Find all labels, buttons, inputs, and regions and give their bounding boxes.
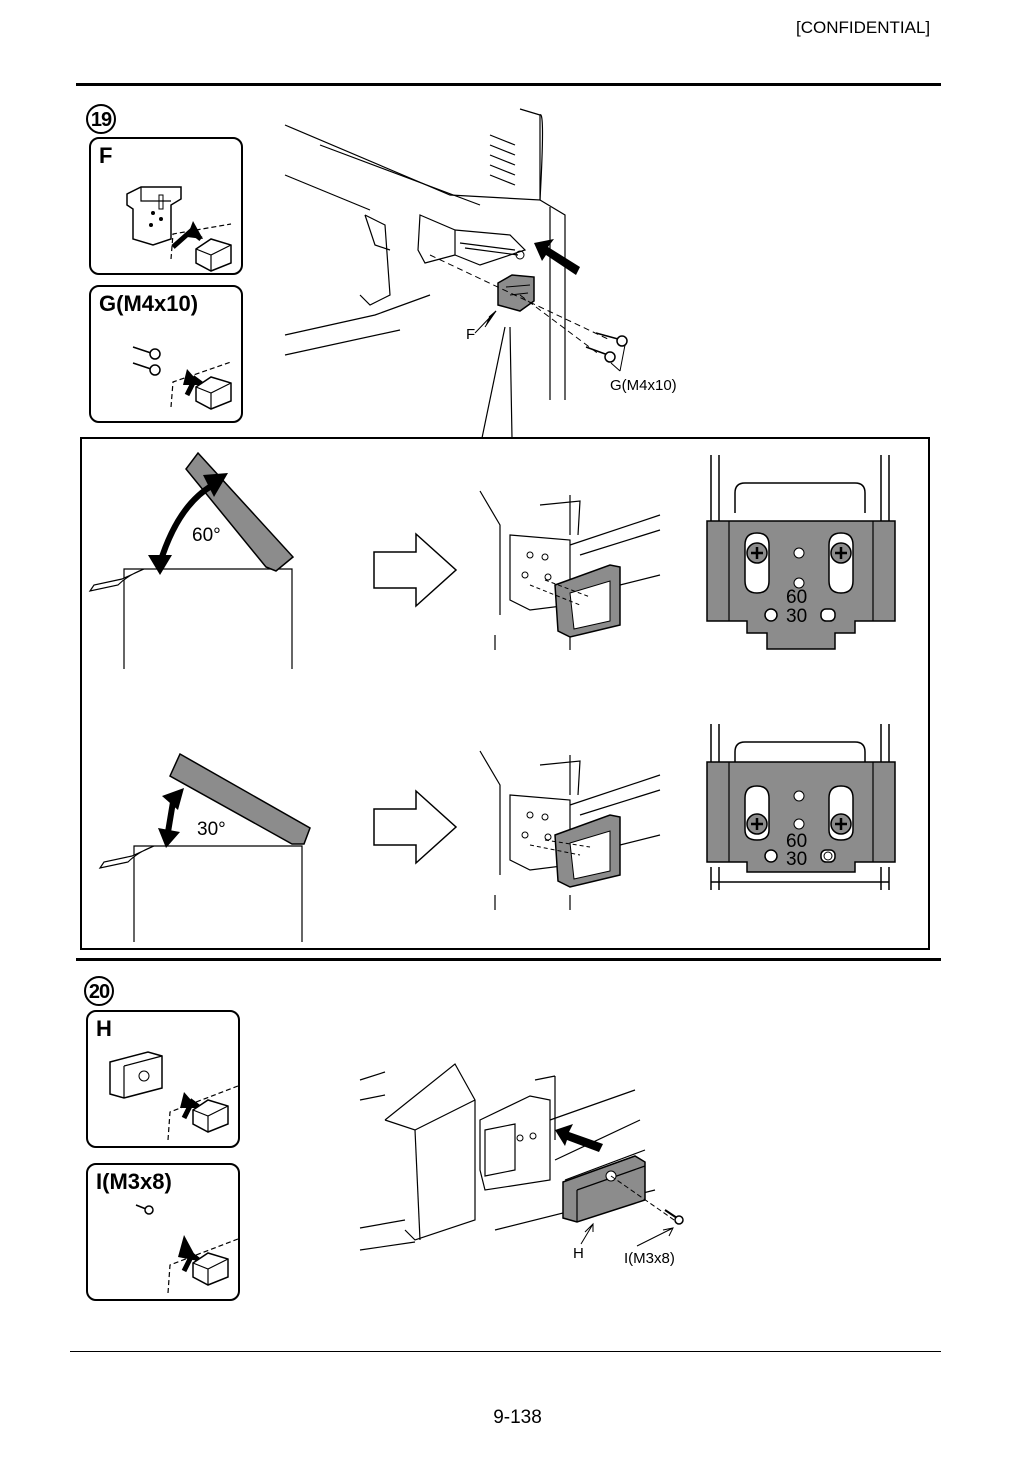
screw-g-icon — [132, 346, 232, 410]
plate-detail-30 — [706, 724, 896, 890]
plate-detail-60 — [706, 455, 896, 650]
callout-f: F — [466, 326, 476, 343]
angle-30-label: 30° — [197, 819, 226, 840]
footer-rule — [70, 1351, 941, 1352]
part-box-i: I(M3x8) — [86, 1163, 240, 1301]
part-label-i: I(M3x8) — [96, 1169, 172, 1194]
page-number: 9-138 — [493, 1407, 542, 1428]
machine-illustration-step20 — [359, 1063, 684, 1251]
plate-mark-60: 60 — [786, 587, 808, 608]
callout-h: H — [573, 1245, 584, 1262]
arrow-right-icon — [373, 789, 458, 865]
bracket-f-icon — [126, 186, 232, 272]
tray-angle-60-diagram — [88, 451, 295, 669]
zoom-lines — [481, 326, 513, 439]
part-label-f: F — [99, 143, 113, 168]
part-box-f: F — [89, 137, 243, 275]
confidential-label: [CONFIDENTIAL] — [796, 18, 931, 37]
angle-60-label: 60° — [192, 525, 221, 546]
top-rule — [76, 83, 941, 86]
part-label-h: H — [96, 1016, 112, 1041]
bracket-install-60 — [479, 490, 661, 650]
part-box-g: G(M4x10) — [89, 285, 243, 423]
bracket-install-30 — [479, 750, 661, 910]
step-20-number: 20 — [84, 976, 114, 1006]
part-box-h: H — [86, 1010, 240, 1148]
step-19-number: 19 — [86, 104, 116, 134]
callout-i: I(M3x8) — [624, 1250, 675, 1267]
plate-mark-30: 30 — [786, 606, 808, 627]
step-divider — [76, 958, 941, 961]
arrow-right-icon — [373, 532, 458, 608]
machine-illustration-step19 — [284, 108, 628, 400]
callout-g: G(M4x10) — [610, 377, 677, 394]
part-label-g: G(M4x10) — [99, 291, 199, 316]
screw-i-icon — [135, 1204, 239, 1294]
plate-mark-30: 30 — [786, 849, 808, 870]
tray-angle-30-diagram — [98, 752, 311, 942]
plate-mark-60: 60 — [786, 831, 808, 852]
cover-h-icon — [109, 1051, 239, 1141]
angle-detail-frame — [80, 437, 930, 950]
